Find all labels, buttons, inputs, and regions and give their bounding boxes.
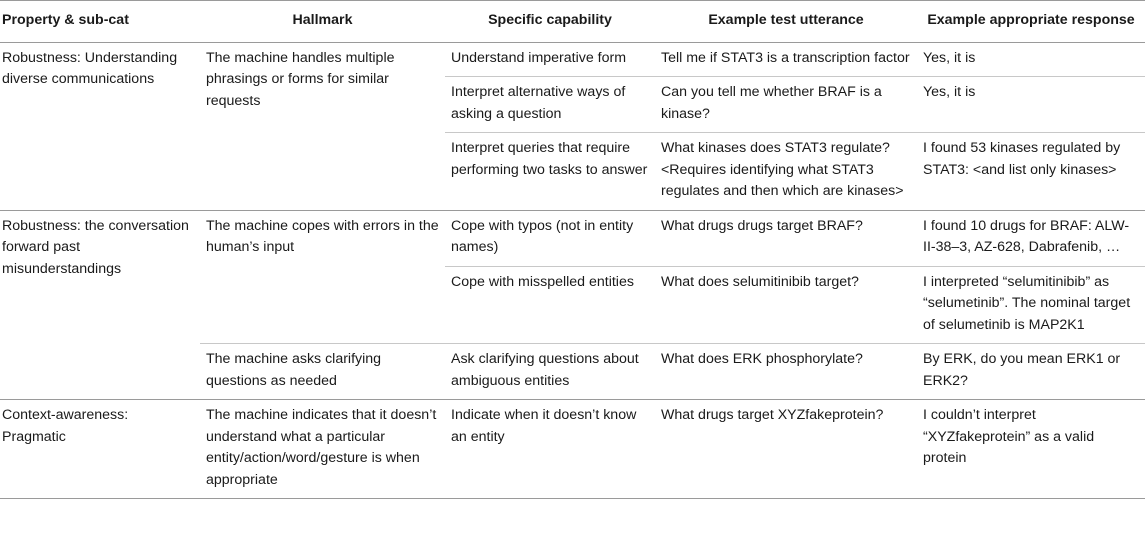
header-utterance: Example test utterance (655, 0, 917, 43)
capability-cell: Interpret alternative ways of asking a q… (445, 76, 655, 133)
table-row: Interpret alternative ways of asking a q… (0, 76, 1145, 133)
capability-cell: Understand imperative form (445, 42, 655, 77)
capability-cell: Indicate when it doesn’t know an entity (445, 399, 655, 499)
table-row: Robustness: the conversation forward pas… (0, 210, 1145, 400)
utterance-cell: What drugs drugs target BRAF? (655, 210, 917, 267)
utterance-cell: What does selumitinibib target? (655, 266, 917, 344)
table-row: Context-awareness: Pragmatic The machine… (0, 399, 1145, 499)
utterance-cell: Tell me if STAT3 is a transcription fact… (655, 42, 917, 77)
response-cell: Yes, it is (917, 42, 1145, 77)
response-cell: I found 10 drugs for BRAF: ALW-II-38–3, … (917, 210, 1145, 267)
response-cell: I interpreted “selumitinibib” as “selume… (917, 266, 1145, 344)
capability-cell: Interpret queries that require performin… (445, 132, 655, 211)
hallmark-cell: The machine handles multiple phrasings o… (200, 42, 445, 211)
hallmark-cell: The machine indicates that it doesn’t un… (200, 399, 445, 499)
header-hallmark: Hallmark (200, 0, 445, 43)
table-row: Robustness: Understanding diverse commun… (0, 42, 1145, 211)
header-row: Property & sub-cat Hallmark Specific cap… (0, 0, 1145, 43)
capability-cell: Ask clarifying questions about ambiguous… (445, 343, 655, 400)
table-row: Cope with misspelled entities What does … (0, 266, 1145, 344)
property-cell: Robustness: the conversation forward pas… (0, 210, 200, 400)
hallmark-cell: The machine copes with errors in the hum… (200, 210, 445, 344)
property-cell: Context-awareness: Pragmatic (0, 399, 200, 499)
property-cell: Robustness: Understanding diverse commun… (0, 42, 200, 211)
response-cell: I couldn’t interpret “XYZfakeprotein” as… (917, 399, 1145, 499)
utterance-cell: What does ERK phosphorylate? (655, 343, 917, 400)
table-row: The machine asks clarifying questions as… (0, 343, 1145, 400)
capabilities-table: Property & sub-cat Hallmark Specific cap… (0, 0, 1145, 499)
response-cell: Yes, it is (917, 76, 1145, 133)
utterance-cell: What kinases does STAT3 regulate? <Requi… (655, 132, 917, 211)
table-row: Interpret queries that require performin… (0, 132, 1145, 211)
capability-cell: Cope with typos (not in entity names) (445, 210, 655, 267)
hallmark-cell: The machine asks clarifying questions as… (200, 343, 445, 400)
response-cell: By ERK, do you mean ERK1 or ERK2? (917, 343, 1145, 400)
capability-cell: Cope with misspelled entities (445, 266, 655, 344)
header-property: Property & sub-cat (0, 0, 200, 43)
utterance-cell: What drugs target XYZfakeprotein? (655, 399, 917, 499)
response-cell: I found 53 kinases regulated by STAT3: <… (917, 132, 1145, 211)
header-capability: Specific capability (445, 0, 655, 43)
header-response: Example appropriate response (917, 0, 1145, 43)
utterance-cell: Can you tell me whether BRAF is a kinase… (655, 76, 917, 133)
